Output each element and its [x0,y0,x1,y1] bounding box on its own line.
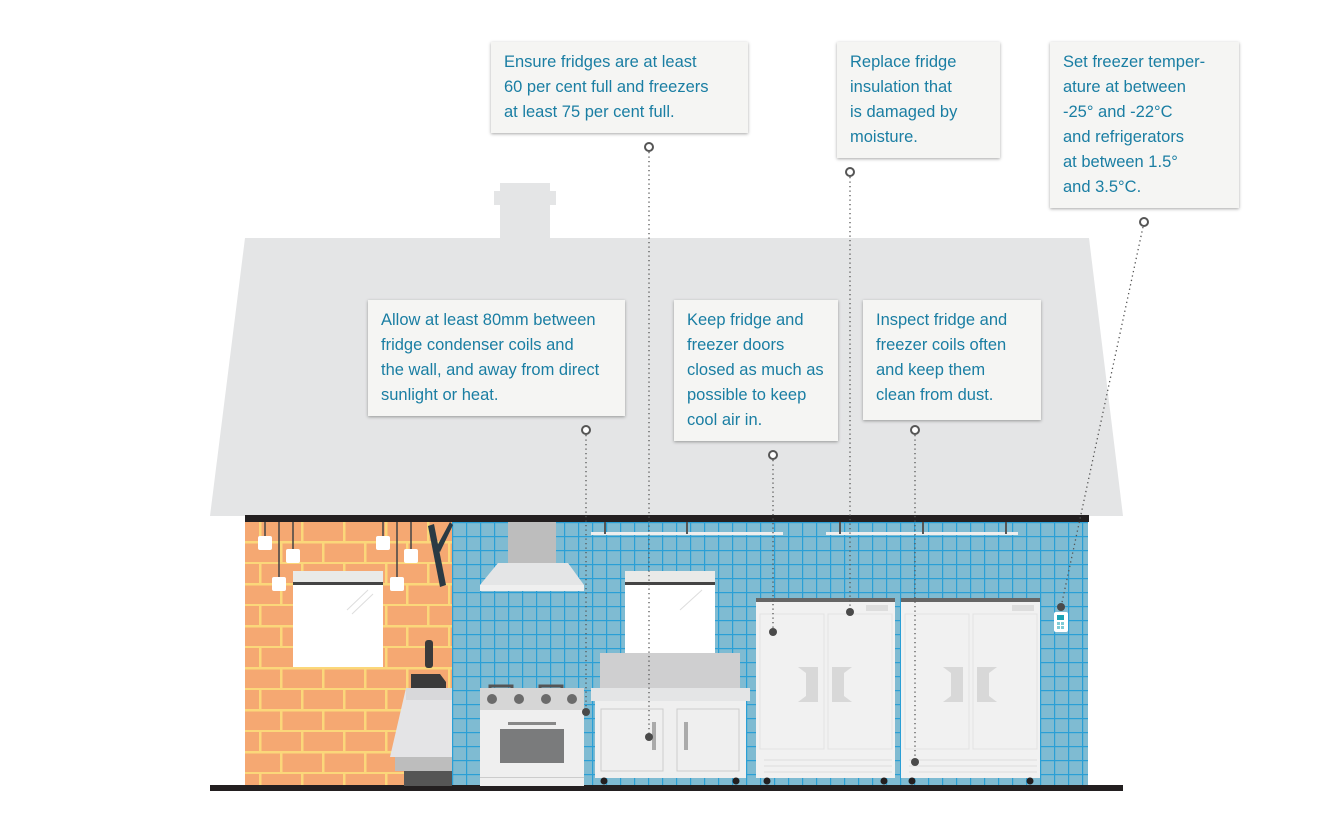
under-counter-fridge [591,653,750,785]
callout-insulation: Replace fridge insulation that is damage… [837,42,1000,158]
upright-fridge-2 [901,598,1040,785]
callout-coils: Inspect fridge and freezer coils often a… [863,300,1041,420]
wall-lamp [428,522,453,587]
ceiling-beam [245,515,1089,522]
leader-end-dots [582,603,1065,766]
callout-doors-closed: Keep fridge and freezer doors closed as … [674,300,838,441]
callout-fill-levels: Ensure fridges are at least 60 per cent … [491,42,748,133]
coffee-grinder [390,640,452,786]
upright-fridge-1 [756,598,895,785]
range-hood [480,522,584,591]
floor [210,785,1123,791]
window-dining [293,571,383,667]
callout-temperature: Set freezer temper- ature at between -25… [1050,42,1239,208]
callout-clearance: Allow at least 80mm between fridge conde… [368,300,625,416]
leader-start-rings [581,142,1149,460]
gas-stove [480,684,584,786]
leader-lines [585,152,1144,762]
window-kitchen [625,571,715,656]
pendant-lights [258,522,418,591]
thermostat [1054,612,1068,632]
utensil-rails [591,522,1018,535]
